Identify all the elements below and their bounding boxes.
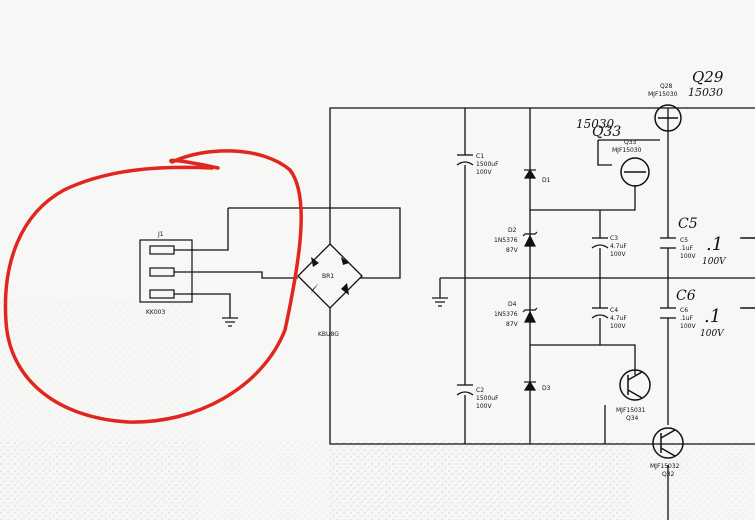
q32-label: Q32: [662, 471, 675, 478]
hand-c6-voltage: 100V: [700, 329, 725, 339]
q33-part: MJF15030: [612, 147, 642, 154]
br1-part-label: KBU8G: [318, 331, 339, 338]
c2-voltage: 100V: [476, 403, 492, 410]
hand-q29: Q29: [692, 68, 724, 86]
ground-symbols: [222, 297, 448, 327]
hand-c5-value: .1: [706, 234, 723, 255]
d4-part: 1N5376: [494, 311, 518, 318]
br1-label: BR1: [322, 273, 334, 280]
d4-label: D4: [508, 301, 517, 308]
red-markup-circle: [3, 149, 303, 424]
c3-voltage: 100V: [610, 251, 626, 258]
q33-label: Q33: [624, 139, 637, 146]
transistor-symbols: [619, 104, 684, 459]
c6-value: .1uF: [680, 315, 694, 322]
d4-voltage: 87V: [506, 321, 519, 328]
hand-q29-part: 15030: [688, 86, 723, 99]
c5-value: .1uF: [680, 245, 694, 252]
hand-q33: Q33: [592, 124, 621, 140]
connector-j1: [139, 239, 193, 303]
c2-value: 1500uF: [476, 395, 499, 402]
c1-label: C1: [476, 153, 484, 160]
d2-voltage: 87V: [506, 247, 519, 254]
q32-part: MJF15032: [650, 463, 680, 470]
wiring: [192, 107, 755, 520]
q34-part: MJF15031: [616, 407, 646, 414]
d2-part: 1N5376: [494, 237, 518, 244]
hand-c5: C5: [678, 216, 698, 232]
capacitor-symbols: [456, 154, 755, 396]
c4-voltage: 100V: [610, 323, 626, 330]
c5-voltage: 100V: [680, 253, 696, 260]
d3-label: D3: [542, 385, 551, 392]
hand-c5-voltage: 100V: [702, 257, 727, 267]
c1-voltage: 100V: [476, 169, 492, 176]
hand-q33-part: 15030: [576, 117, 615, 131]
q28-part: MJF15030: [648, 91, 678, 98]
j1-label: J1: [157, 231, 164, 238]
c3-value: 4.7uF: [610, 243, 627, 250]
d2-label: D2: [508, 227, 517, 234]
scan-noise-left: [0, 300, 200, 520]
hand-c6-value: .1: [704, 306, 721, 327]
c1-value: 1500uF: [476, 161, 499, 168]
diode-symbols: [522, 168, 538, 391]
c5-label: C5: [680, 237, 688, 244]
bridge-rectifier-diodes: [311, 257, 349, 295]
q34-label: Q34: [626, 415, 639, 422]
d1-label: D1: [542, 177, 551, 184]
c4-label: C4: [610, 307, 618, 314]
c6-voltage: 100V: [680, 323, 696, 330]
c2-label: C2: [476, 387, 484, 394]
q28-label: Q28: [660, 83, 673, 90]
scan-noise-center: [330, 440, 630, 520]
hand-c6: C6: [676, 288, 696, 304]
c4-value: 4.7uF: [610, 315, 627, 322]
c3-label: C3: [610, 235, 618, 242]
j1-part-label: KK003: [146, 309, 166, 316]
c6-label: C6: [680, 307, 688, 314]
